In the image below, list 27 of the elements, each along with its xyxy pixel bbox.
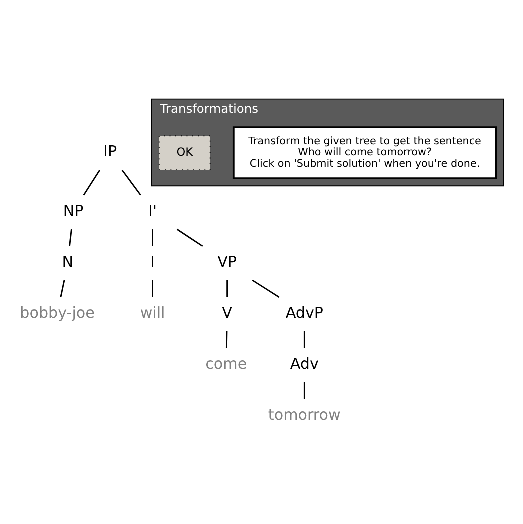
node-box: OK	[158, 135, 211, 170]
node-text: AdvP	[286, 303, 324, 322]
node-text: will	[140, 303, 166, 322]
node-text: tomorrow	[268, 405, 341, 424]
connector	[226, 280, 228, 297]
node-text: VP	[218, 252, 238, 271]
connector	[252, 279, 280, 298]
connector	[226, 330, 228, 348]
connector	[69, 228, 72, 246]
connector	[152, 229, 154, 246]
node-text: bobby-joe	[20, 303, 95, 322]
node-text: I'	[148, 202, 158, 220]
connector	[83, 169, 100, 196]
node-text: come	[206, 354, 248, 372]
node-text: N	[62, 252, 74, 271]
node-box: Transform the given tree to get the sentence Who will come tomorrow? Click on 'Submit solution' when you're done.	[232, 126, 498, 179]
connector	[176, 228, 204, 246]
connector	[152, 280, 154, 297]
connector	[60, 280, 66, 297]
node-text: I	[150, 252, 156, 271]
node-text: V	[222, 303, 232, 322]
node-text: NP	[63, 202, 84, 220]
node-text: Adv	[290, 354, 319, 372]
connector	[304, 382, 306, 399]
connector	[122, 169, 142, 196]
connector	[304, 330, 306, 348]
node-text: IP	[104, 142, 118, 160]
